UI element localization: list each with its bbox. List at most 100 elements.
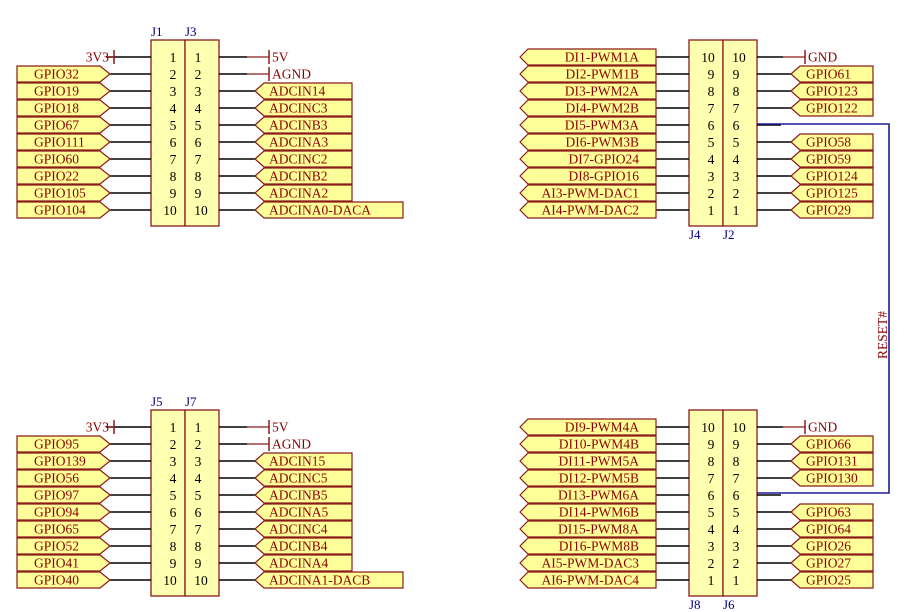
connector-body-j6[interactable] (722, 409, 758, 597)
port-gpio95[interactable] (16, 435, 111, 453)
port-gpio40[interactable] (16, 571, 111, 589)
pin-number: 3 (195, 454, 202, 469)
port-di9-pwm4a[interactable] (519, 418, 657, 436)
port-gpio29[interactable] (790, 201, 874, 219)
pin-number: 9 (195, 556, 202, 571)
power-net-label: GND (808, 50, 837, 65)
port-label: ADCINB4 (269, 539, 328, 554)
port-adcina1-dacb[interactable] (254, 571, 404, 589)
port-di7-gpio24[interactable] (519, 150, 657, 168)
port-adcina4[interactable] (254, 554, 353, 572)
connector-body-j3[interactable] (184, 39, 220, 227)
port-di13-pwm6a[interactable] (519, 486, 657, 504)
port-gpio67[interactable] (16, 116, 111, 134)
port-gpio27[interactable] (790, 554, 874, 572)
port-di15-pwm8a[interactable] (519, 520, 657, 538)
port-gpio52[interactable] (16, 537, 111, 555)
port-di5-pwm3a[interactable] (519, 116, 657, 134)
port-di4-pwm2b[interactable] (519, 99, 657, 117)
port-gpio41[interactable] (16, 554, 111, 572)
port-adcina3[interactable] (254, 133, 353, 151)
port-adcinb3[interactable] (254, 116, 353, 134)
port-adcina2[interactable] (254, 184, 353, 202)
connector-body-j4[interactable] (688, 39, 724, 227)
port-adcin15[interactable] (254, 452, 353, 470)
port-gpio64[interactable] (790, 520, 874, 538)
port-gpio104[interactable] (16, 201, 111, 219)
port-adcinc2[interactable] (254, 150, 353, 168)
port-gpio56[interactable] (16, 469, 111, 487)
port-gpio125[interactable] (790, 184, 874, 202)
port-gpio122[interactable] (790, 99, 874, 117)
reset-net: RESET# (757, 123, 890, 494)
port-di6-pwm3b[interactable] (519, 133, 657, 151)
port-gpio105[interactable] (16, 184, 111, 202)
port-gpio94[interactable] (16, 503, 111, 521)
port-di2-pwm1b[interactable] (519, 65, 657, 83)
port-ai6-pwm-dac4[interactable] (519, 571, 657, 589)
pin-number: 3 (708, 169, 715, 184)
connector-body-j1[interactable] (150, 39, 186, 227)
pin-number: 1 (733, 203, 740, 218)
port-gpio25[interactable] (790, 571, 874, 589)
port-adcinb4[interactable] (254, 537, 353, 555)
reset-net-wire[interactable] (757, 123, 890, 494)
pin-number: 4 (195, 471, 202, 486)
port-gpio60[interactable] (16, 150, 111, 168)
port-label: GPIO131 (806, 454, 858, 469)
port-gpio63[interactable] (790, 503, 874, 521)
port-di8-gpio16[interactable] (519, 167, 657, 185)
port-label: GPIO58 (806, 135, 851, 150)
port-label: DI6-PWM3B (566, 135, 640, 150)
port-gpio22[interactable] (16, 167, 111, 185)
port-ai5-pwm-dac3[interactable] (519, 554, 657, 572)
port-gpio123[interactable] (790, 82, 874, 100)
port-di3-pwm2a[interactable] (519, 82, 657, 100)
power-net-label: GND (808, 420, 837, 435)
port-adcina0-daca[interactable] (254, 201, 404, 219)
port-gpio61[interactable] (790, 65, 874, 83)
power-net-label: 3V3 (86, 50, 109, 65)
port-adcinb5[interactable] (254, 486, 353, 504)
port-gpio131[interactable] (790, 452, 874, 470)
port-gpio139[interactable] (16, 452, 111, 470)
port-gpio130[interactable] (790, 469, 874, 487)
port-gpio59[interactable] (790, 150, 874, 168)
port-gpio58[interactable] (790, 133, 874, 151)
port-di1-pwm1a[interactable] (519, 48, 657, 66)
port-adcina5[interactable] (254, 503, 353, 521)
port-gpio26[interactable] (790, 537, 874, 555)
port-adcinb2[interactable] (254, 167, 353, 185)
port-label: GPIO130 (806, 471, 858, 486)
pin-number: 6 (195, 505, 202, 520)
pin-number: 10 (194, 573, 208, 588)
port-gpio124[interactable] (790, 167, 874, 185)
port-di10-pwm4b[interactable] (519, 435, 657, 453)
port-gpio111[interactable] (16, 133, 111, 151)
connector-body-j8[interactable] (688, 409, 724, 597)
port-adcinc5[interactable] (254, 469, 353, 487)
port-gpio18[interactable] (16, 99, 111, 117)
port-ai3-pwm-dac1[interactable] (519, 184, 657, 202)
port-di14-pwm6b[interactable] (519, 503, 657, 521)
port-gpio32[interactable] (16, 65, 111, 83)
port-gpio65[interactable] (16, 520, 111, 538)
port-label: GPIO94 (34, 505, 79, 520)
connector-body-j7[interactable] (184, 409, 220, 597)
port-adcin14[interactable] (254, 82, 353, 100)
port-di16-pwm8b[interactable] (519, 537, 657, 555)
port-gpio19[interactable] (16, 82, 111, 100)
port-di11-pwm5a[interactable] (519, 452, 657, 470)
port-label: GPIO40 (34, 573, 79, 588)
connector-body-j5[interactable] (150, 409, 186, 597)
port-ai4-pwm-dac2[interactable] (519, 201, 657, 219)
port-label: DI15-PWM8A (558, 522, 639, 537)
port-label: DI11-PWM5A (559, 454, 640, 469)
connector-body-j2[interactable] (722, 39, 758, 227)
port-adcinc3[interactable] (254, 99, 353, 117)
pin-number: 4 (733, 152, 740, 167)
port-gpio66[interactable] (790, 435, 874, 453)
port-adcinc4[interactable] (254, 520, 353, 538)
port-di12-pwm5b[interactable] (519, 469, 657, 487)
port-gpio97[interactable] (16, 486, 111, 504)
